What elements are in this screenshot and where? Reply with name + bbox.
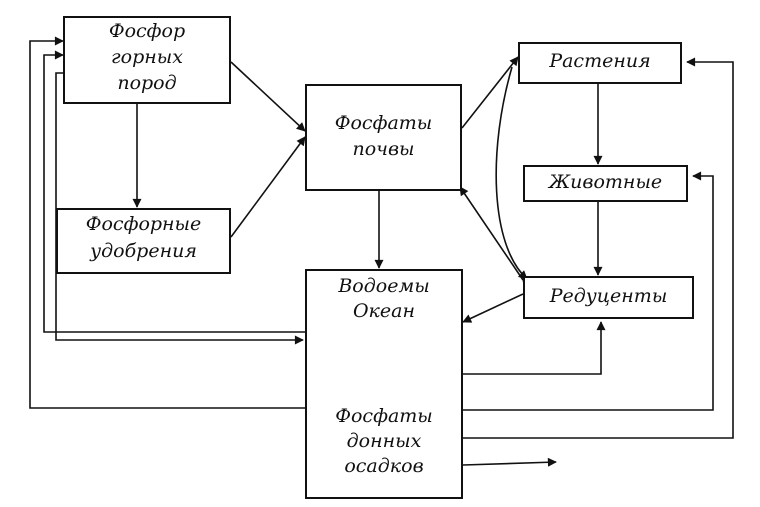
label-rock-phosphorus-1: Фосфор [108,20,186,42]
label-reducers: Редуценты [549,285,668,307]
box-fertilizers [56,208,231,274]
label-rock-phosphorus-3: пород [117,72,177,94]
arrow-soil-to-plants [461,56,519,129]
label-plants: Растения [549,50,651,72]
label-soil-phosphates-1: Фосфаты [334,112,433,134]
box-rock-phosphorus [63,16,231,104]
arrow-water-to-plants [463,57,734,439]
label-animals: Животные [548,171,663,193]
arrow-water-to-reducers [463,321,606,375]
label-water-1: Водоемы [338,275,430,297]
label-sediments-2: донных [346,430,422,452]
arrow-rock-to-soil [230,61,306,132]
arrow-fertilizers-to-soil [230,136,306,238]
arrow-water-to-rock-outer [29,36,305,409]
arrow-water-to-rock-inner [43,50,305,333]
label-water-2: Океан [352,300,415,322]
box-plants [518,42,682,84]
box-animals [523,165,688,202]
arrow-plants-to-reducers [495,66,528,280]
arrow-reducers-soil-bidirectional [459,186,532,290]
box-reducers [523,276,694,319]
label-fertilizers-1: Фосфорные [85,213,202,235]
label-fertilizers-2: удобрения [90,240,197,262]
label-sediments-1: Фосфаты [335,405,433,427]
arrow-water-to-animals [463,171,714,411]
arrow-sediments-out [462,457,557,467]
label-rock-phosphorus-2: горных [111,46,183,68]
arrow-rock-to-water [55,72,304,345]
arrow-reducers-to-water [462,293,524,323]
label-sediments-3: осадков [344,455,424,477]
label-soil-phosphates-2: почвы [352,138,415,160]
box-water-ocean [305,269,463,499]
box-soil-phosphates [305,84,462,191]
